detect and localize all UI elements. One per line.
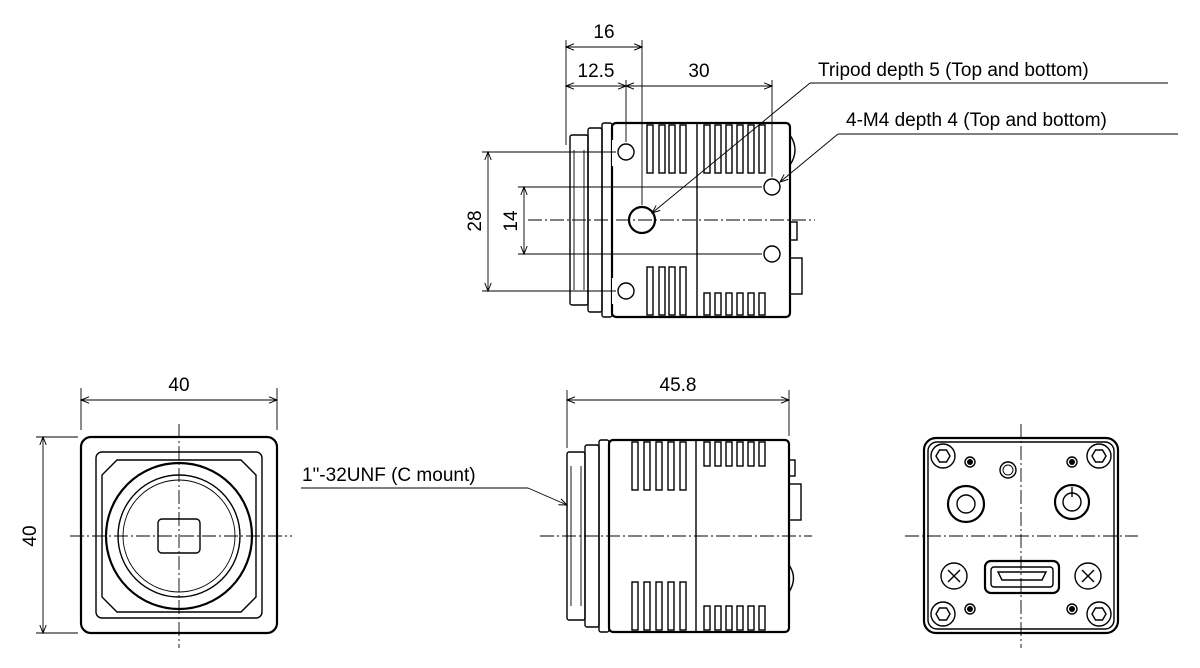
- m4-hole-icon: [617, 282, 635, 300]
- dim-label-front-width: 40: [168, 375, 189, 396]
- small-hole-icon: [964, 456, 976, 468]
- side-view-bump: [788, 564, 795, 593]
- top-view: 16 12.5 30 28 14 Tripod depth 5 (Top and…: [465, 22, 1178, 319]
- note-mount: 1"-32UNF (C mount): [302, 465, 476, 486]
- small-hole-icon: [1066, 603, 1078, 615]
- note-tripod: Tripod depth 5 (Top and bottom): [818, 60, 1089, 81]
- hdmi-port-icon: [983, 559, 1061, 595]
- front-view-mount-plate: [101, 459, 257, 613]
- side-view-connector: [788, 483, 802, 521]
- leader-m4: [780, 133, 839, 182]
- dim-label-30: 30: [688, 61, 709, 82]
- phillips-screw-icon: [1074, 562, 1102, 590]
- leader-tripod: [652, 82, 811, 213]
- side-view-connector-small: [788, 459, 796, 477]
- dim-label-12-5: 12.5: [578, 61, 615, 82]
- side-view: 45.8 1"-32UNF (C mount): [301, 375, 812, 634]
- top-view-connector: [789, 257, 803, 295]
- hex-screw-icon: [1086, 601, 1112, 627]
- side-view-fins-top: [631, 441, 766, 491]
- m4-hole-icon: [763, 245, 781, 263]
- io-connector-icon: [946, 484, 986, 524]
- phillips-screw-icon: [940, 562, 968, 590]
- dim-label-28: 28: [465, 210, 486, 231]
- note-m4: 4-M4 depth 4 (Top and bottom): [846, 110, 1107, 131]
- small-hole-icon: [1066, 456, 1078, 468]
- dim-label-16: 16: [593, 22, 614, 43]
- dim-label-front-height: 40: [20, 525, 41, 546]
- top-view-fins-bottom: [646, 266, 766, 316]
- leader-mount: [527, 487, 567, 505]
- top-view-side-bump: [789, 134, 796, 166]
- led-icon: [999, 461, 1017, 479]
- round-connector-icon: [1053, 483, 1091, 521]
- hex-screw-icon: [930, 443, 956, 469]
- side-view-fins-bottom: [631, 581, 766, 631]
- m4-hole-icon: [617, 143, 635, 161]
- hex-screw-icon: [1086, 443, 1112, 469]
- top-view-fins-top: [646, 124, 766, 174]
- rear-view: [905, 424, 1138, 648]
- front-view: 40 40: [20, 375, 292, 648]
- m4-hole-icon: [763, 178, 781, 196]
- hex-screw-icon: [930, 601, 956, 627]
- dim-label-side-length: 45.8: [660, 375, 697, 396]
- dim-label-14: 14: [501, 210, 522, 232]
- small-hole-icon: [964, 603, 976, 615]
- top-view-connector-small: [789, 221, 798, 241]
